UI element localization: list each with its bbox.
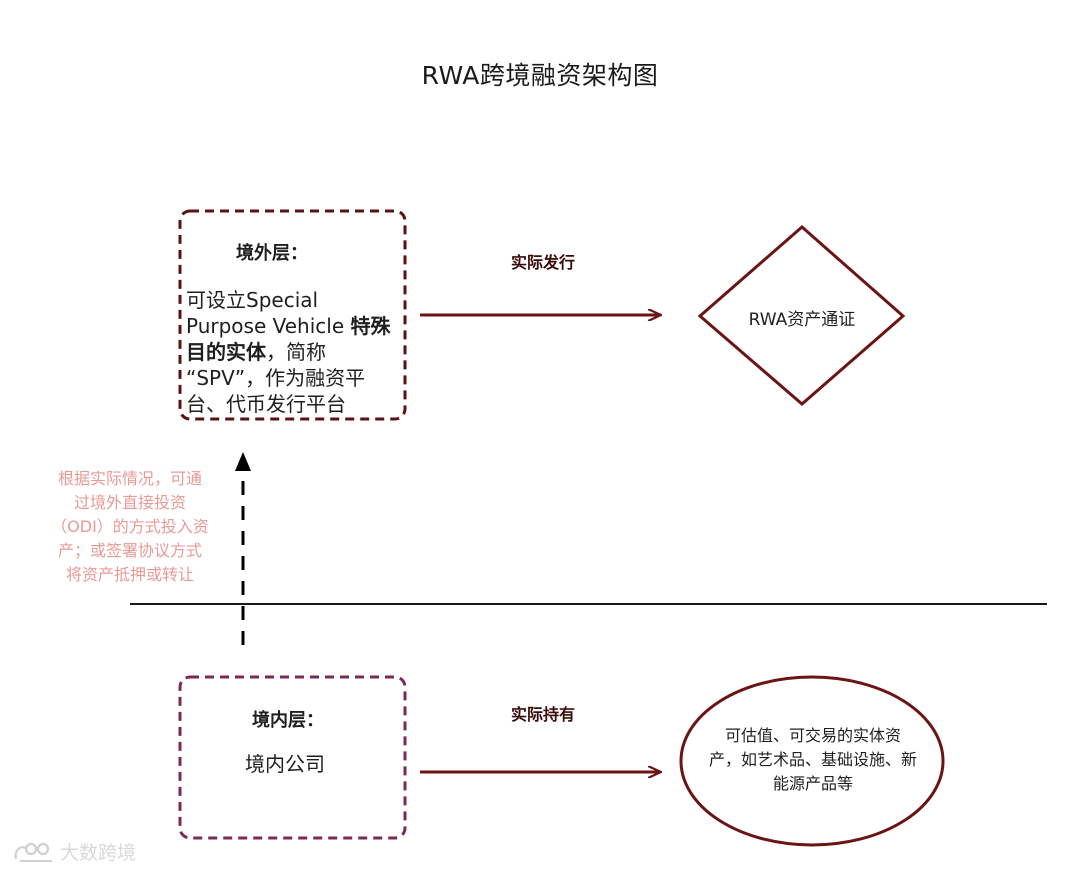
note-line-2: 过境外直接投资 — [73, 493, 186, 512]
asset-ellipse — [679, 675, 945, 847]
offshore-description: 可设立Special Purpose Vehicle 特殊 目的实体，简称 “S… — [186, 287, 406, 417]
asset-description: 可估值、可交易的实体资 产，如艺术品、基础设施、新 能源产品等 — [682, 724, 944, 796]
token-label: RWA资产通证 — [748, 310, 856, 330]
hold-label: 实际持有 — [511, 705, 576, 724]
note-line-3: （ODI）的方式投入资 — [51, 517, 209, 536]
offshore-line-1: 可设立Special — [186, 288, 319, 312]
watermark: 大数跨境 — [12, 838, 136, 865]
note-line-1: 根据实际情况，可通 — [57, 469, 202, 488]
offshore-line-3: 目的实体，简称 — [186, 340, 326, 364]
offshore-line-2: Purpose Vehicle 特殊 — [186, 314, 391, 338]
offshore-line-5: 台、代币发行平台 — [186, 392, 346, 416]
token-diamond — [697, 225, 906, 406]
asset-line-3: 能源产品等 — [772, 774, 853, 793]
offshore-heading: 境外层： — [236, 243, 308, 264]
watermark-logo-icon — [14, 842, 52, 862]
investment-note: 根据实际情况，可通 过境外直接投资 （ODI）的方式投入资 产；或签署协议方式 … — [36, 467, 224, 587]
onshore-layer-box — [178, 675, 407, 840]
asset-line-2: 产，如艺术品、基础设施、新 — [708, 750, 917, 769]
note-line-4: 产；或签署协议方式 — [57, 541, 202, 560]
diagram-title: RWA跨境融资架构图 — [421, 61, 659, 90]
note-line-5: 将资产抵押或转让 — [65, 565, 194, 584]
offshore-line-4: “SPV”，作为融资平 — [186, 366, 366, 390]
asset-line-1: 可估值、可交易的实体资 — [724, 726, 901, 745]
watermark-text: 大数跨境 — [60, 842, 137, 864]
onshore-heading: 境内层： — [252, 710, 324, 731]
offshore-layer-box — [178, 209, 407, 421]
investment-arrowhead — [235, 452, 251, 471]
issue-label: 实际发行 — [511, 253, 576, 272]
onshore-description: 境内公司 — [245, 752, 325, 776]
spv-bold-term: 特殊 — [350, 314, 391, 338]
